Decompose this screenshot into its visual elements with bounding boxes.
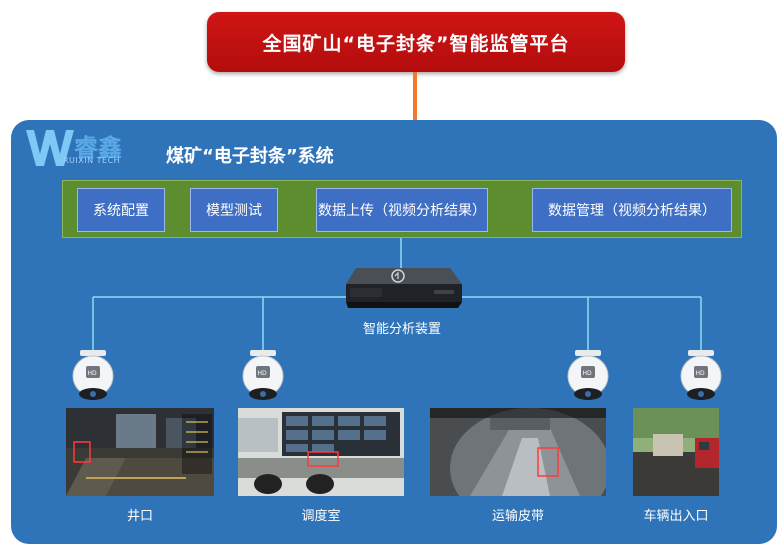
mine-shaft-image [66, 408, 214, 496]
dome-camera-icon: HD [72, 350, 114, 400]
vehicle-entrance-image [633, 408, 719, 496]
analysis-device-icon [346, 268, 462, 308]
menu-label: 模型测试 [206, 203, 262, 219]
site-label-conveyor: 运输皮带 [491, 509, 544, 524]
dome-camera-icon: HD [242, 350, 284, 400]
platform-connector-line [413, 72, 417, 132]
system-title: 煤矿“电子封条”系统 [166, 146, 334, 167]
site-label-shaft: 井口 [126, 509, 153, 524]
dome-camera-icon: HD [680, 350, 722, 400]
platform-title: 全国矿山“电子封条”智能监管平台 [262, 32, 570, 55]
menu-label: 数据管理（视频分析结果） [548, 203, 716, 219]
logo-subtext: RUIXIN TECH [63, 156, 121, 165]
svg-text:HD: HD [583, 370, 593, 377]
svg-text:HD: HD [696, 370, 706, 377]
menu-system-config[interactable]: 系统配置 [77, 188, 165, 232]
company-logo: 睿鑫 [26, 130, 122, 166]
menu-model-test[interactable]: 模型测试 [190, 188, 278, 232]
menu-label: 系统配置 [93, 203, 149, 219]
dispatch-room-image [238, 408, 404, 496]
menu-data-upload[interactable]: 数据上传（视频分析结果） [316, 188, 488, 232]
svg-text:HD: HD [88, 370, 98, 377]
analysis-device-label: 智能分析装置 [362, 322, 441, 337]
logo-text: 睿鑫 [74, 134, 122, 162]
platform-title-box: 全国矿山“电子封条”智能监管平台 [207, 12, 625, 72]
site-label-vehicle-entrance: 车辆出入口 [643, 509, 709, 524]
dome-camera-icon: HD [567, 350, 609, 400]
menu-label: 数据上传（视频分析结果） [318, 203, 486, 219]
svg-text:HD: HD [258, 370, 268, 377]
conveyor-belt-image [430, 408, 606, 496]
menu-data-management[interactable]: 数据管理（视频分析结果） [532, 188, 732, 232]
site-label-dispatch: 调度室 [301, 509, 341, 524]
